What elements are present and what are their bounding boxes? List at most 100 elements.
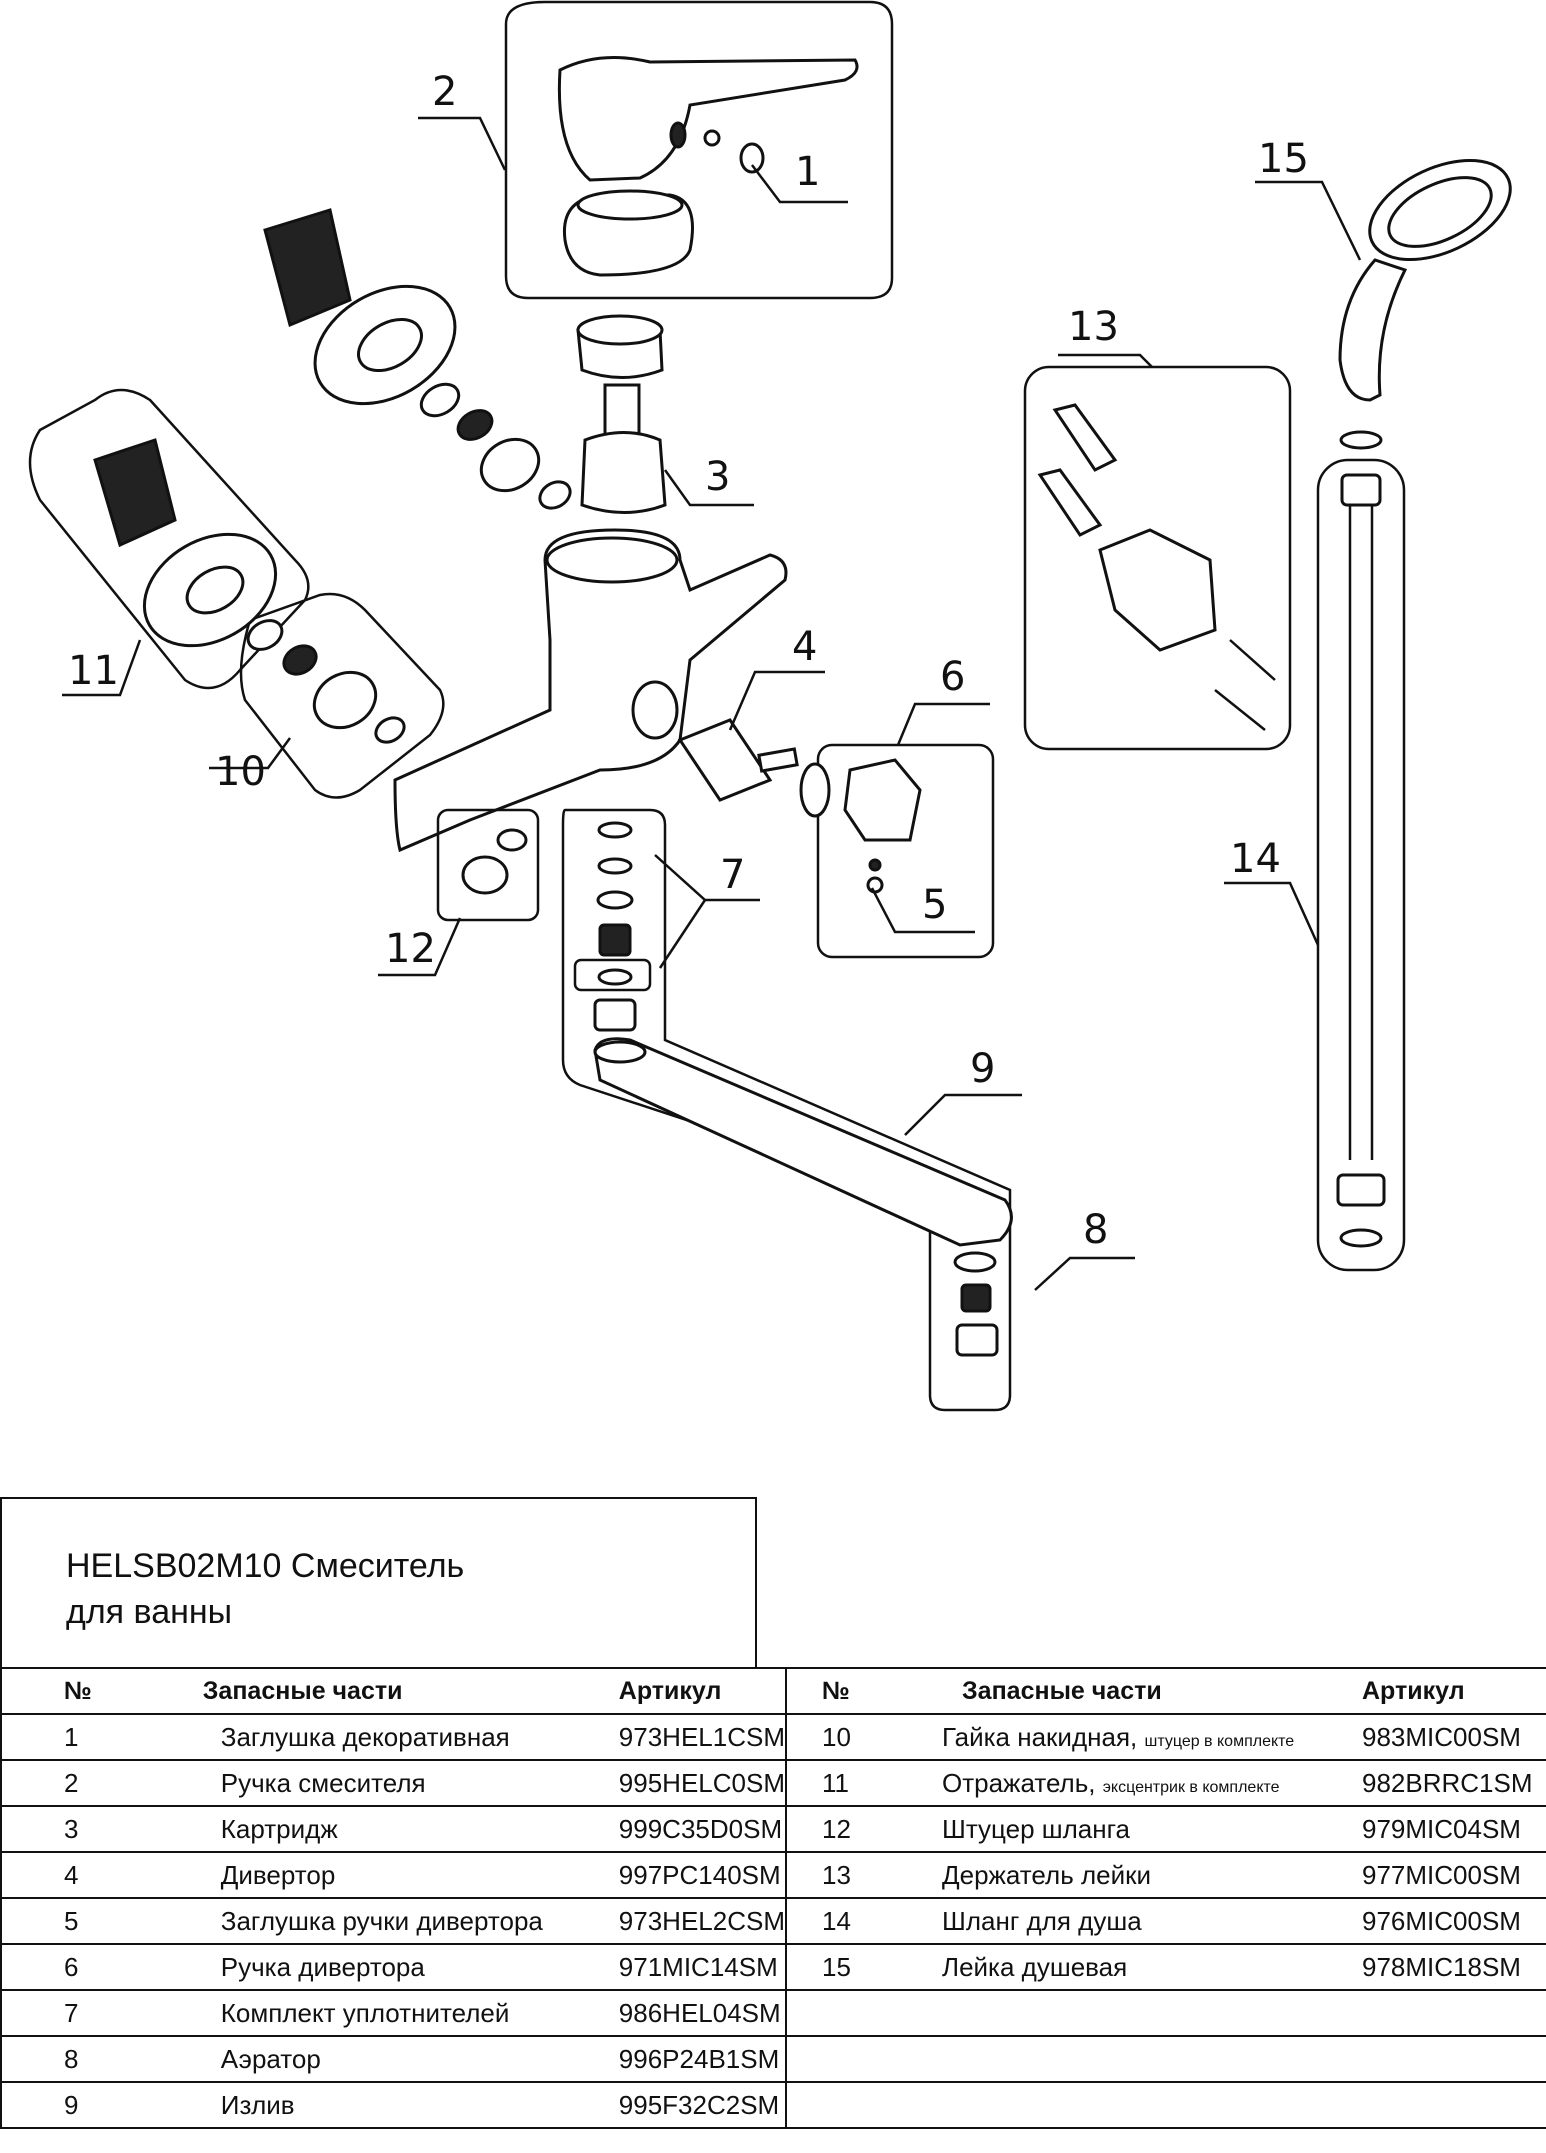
callout-3: 3	[705, 454, 730, 500]
shower-holder-group	[1023, 365, 1292, 751]
diverter	[677, 718, 799, 802]
part-article: 976MIC00SM	[1352, 1897, 1546, 1944]
part-article: 973HEL1CSM	[608, 1713, 786, 1760]
part-article: 973HEL2CSM	[608, 1897, 786, 1944]
part-no: 3	[1, 1805, 133, 1852]
hose-connector-group	[436, 808, 540, 922]
exploded-parts-diagram: 1 2 3 4 5 6 7 8 9 10 11 12 13 14 15	[28, 0, 1512, 1412]
part-no: 6	[1, 1943, 133, 1990]
product-title: HELSB02M10 Смеситель для ванны	[66, 1543, 464, 1635]
part-no: 7	[1, 1989, 133, 2036]
table-row-empty	[787, 1989, 1546, 2036]
spout	[593, 1037, 1013, 1247]
callout-6: 6	[940, 654, 965, 700]
title-box: HELSB02M10 Смеситель для ванны	[0, 1497, 757, 1667]
part-article: 982BRRC1SM	[1352, 1759, 1546, 1806]
callout-8: 8	[1083, 1207, 1108, 1253]
part-article: 979MIC04SM	[1352, 1805, 1546, 1852]
diverter-handle-group	[799, 743, 995, 959]
part-name: Ручка дивертора	[132, 1943, 609, 1990]
callout-7: 7	[720, 852, 745, 898]
leader-lines	[62, 116, 1362, 1291]
part-name: Ручка смесителя	[132, 1759, 609, 1806]
part-no: 11	[787, 1759, 892, 1806]
header-name: Запасные части	[132, 1667, 609, 1714]
part-article: 997PC140SM	[608, 1851, 786, 1898]
part-no: 9	[1, 2081, 133, 2129]
part-article: 986HEL04SM	[608, 1989, 786, 2036]
header-name: Запасные части	[892, 1667, 1352, 1714]
cartridge	[576, 314, 667, 514]
part-no: 8	[1, 2035, 133, 2082]
callout-12: 12	[385, 926, 436, 972]
part-name: Аэратор	[132, 2035, 609, 2082]
part-article: 995F32C2SM	[608, 2081, 786, 2129]
part-article: 978MIC18SM	[1352, 1943, 1546, 1990]
header-no: №	[787, 1667, 892, 1714]
part-name: Держатель лейки	[892, 1851, 1352, 1898]
callout-4: 4	[792, 624, 817, 670]
eccentric-upper	[263, 208, 572, 510]
table-header-row: № Запасные части Артикул	[787, 1667, 1546, 1714]
part-no: 15	[787, 1943, 892, 1990]
part-article: 999C35D0SM	[608, 1805, 786, 1852]
table-row-empty	[787, 2035, 1546, 2082]
callout-2: 2	[432, 69, 457, 115]
callout-15: 15	[1258, 136, 1309, 182]
callout-13: 13	[1068, 304, 1119, 350]
shower-head	[1338, 158, 1512, 402]
callout-5: 5	[922, 882, 947, 928]
table-header-row: № Запасные части Артикул	[1, 1667, 786, 1714]
part-name-text: Гайка накидная,	[942, 1721, 1138, 1752]
part-note: штуцер в комплекте	[1144, 1732, 1295, 1750]
callout-9: 9	[970, 1046, 995, 1092]
part-no: 4	[1, 1851, 133, 1898]
part-no: 10	[787, 1713, 892, 1760]
part-name: Штуцер шланга	[892, 1805, 1352, 1852]
part-article: 996P24B1SM	[608, 2035, 786, 2082]
part-article: 971MIC14SM	[608, 1943, 786, 1990]
seals-kit-group	[561, 808, 1012, 1412]
part-no: 2	[1, 1759, 133, 1806]
part-article: 995HELC0SM	[608, 1759, 786, 1806]
part-name: Отражатель, эксцентрик в комплекте	[892, 1759, 1352, 1806]
part-name: Гайка накидная, штуцер в комплекте	[892, 1713, 1352, 1760]
part-no: 14	[787, 1897, 892, 1944]
callout-10: 10	[215, 749, 266, 795]
header-no: №	[1, 1667, 133, 1714]
part-name: Дивертор	[132, 1851, 609, 1898]
handle-group	[504, 0, 894, 300]
part-name: Картридж	[132, 1805, 609, 1852]
title-line-1: HELSB02M10 Смеситель	[66, 1547, 465, 1585]
part-name: Шланг для душа	[892, 1897, 1352, 1944]
callout-11: 11	[68, 648, 119, 694]
part-no: 5	[1, 1897, 133, 1944]
part-name-text: Отражатель,	[942, 1767, 1096, 1798]
part-no: 12	[787, 1805, 892, 1852]
part-name: Заглушка ручки дивертора	[132, 1897, 609, 1944]
header-article: Артикул	[1352, 1667, 1546, 1714]
mixer-body	[393, 528, 788, 853]
callout-1: 1	[795, 149, 820, 195]
eccentric-lower	[28, 388, 445, 799]
part-name: Лейка душевая	[892, 1943, 1352, 1990]
callout-14: 14	[1230, 836, 1281, 882]
aerator-group	[953, 1251, 999, 1357]
part-note: эксцентрик в комплекте	[1102, 1778, 1280, 1796]
